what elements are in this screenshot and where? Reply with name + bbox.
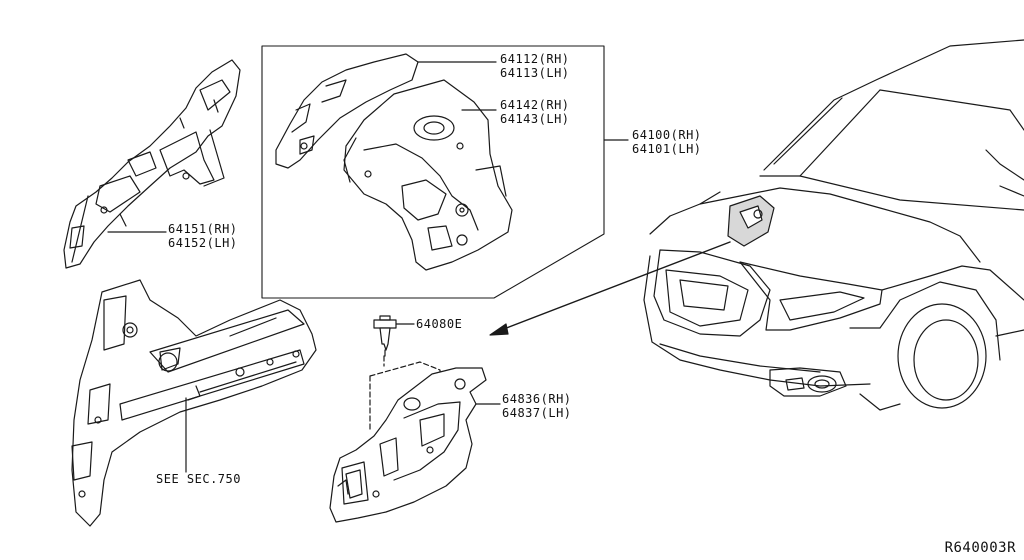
side-member-part (71, 279, 317, 527)
label-see-sec750-text: SEE SEC.750 (156, 472, 241, 486)
label-64836-lh: 64837(LH) (502, 406, 572, 420)
label-64080-text: 64080E (416, 317, 463, 331)
label-64100-lh: 64101(LH) (632, 142, 702, 156)
label-64836-rh: 64836(RH) (502, 392, 572, 406)
hood-ledge-part (275, 53, 419, 169)
label-64142-lh: 64143(LH) (500, 112, 570, 126)
label-64100: 64100(RH) 64101(LH) (632, 128, 702, 156)
label-64080: 64080E (416, 317, 462, 331)
splash-shield-part (329, 367, 487, 523)
wheelhouse-part (343, 79, 513, 271)
diagram-reference-code: R640003R (944, 540, 1016, 556)
label-64112-lh: 64113(LH) (500, 66, 570, 80)
label-64836: 64836(RH) 64837(LH) (502, 392, 572, 420)
vehicle-front (643, 39, 1024, 411)
label-see-sec750: SEE SEC.750 (156, 472, 241, 486)
label-64151: 64151(RH) 64152(LH) (168, 222, 238, 250)
label-64112-rh: 64112(RH) (500, 52, 570, 66)
label-64142: 64142(RH) 64143(LH) (500, 98, 570, 126)
label-64100-rh: 64100(RH) (632, 128, 702, 142)
pointer-arrow-line (495, 241, 731, 333)
label-64151-lh: 64152(LH) (168, 236, 238, 250)
label-64142-rh: 64142(RH) (500, 98, 570, 112)
apron-reinforcement-part (63, 59, 241, 269)
pointer-arrow-head (489, 323, 509, 336)
assembly-box (261, 45, 605, 299)
clip-part (373, 315, 397, 357)
clip-dashed-guide (369, 355, 441, 431)
label-64151-rh: 64151(RH) (168, 222, 238, 236)
label-64112: 64112(RH) 64113(LH) (500, 52, 570, 80)
